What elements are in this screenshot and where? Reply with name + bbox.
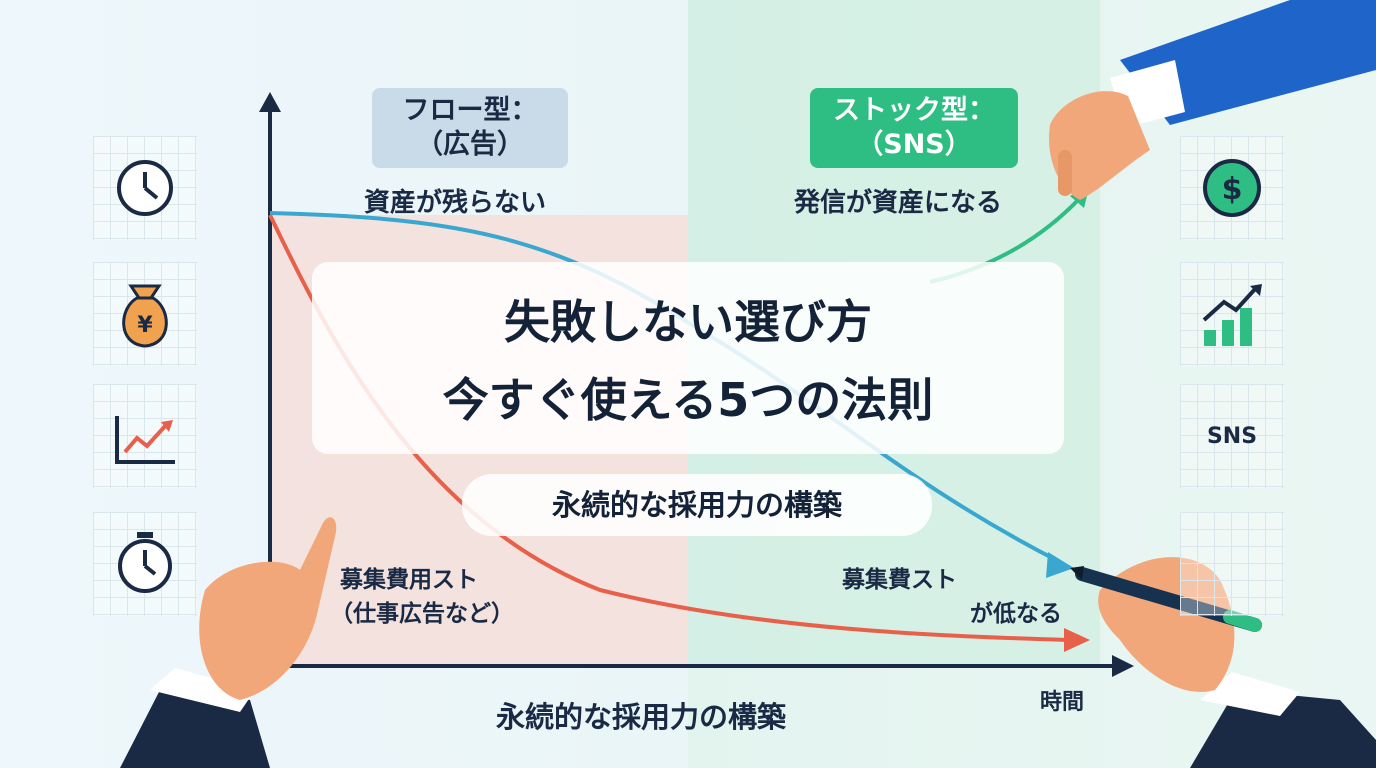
growth-tile bbox=[1180, 262, 1284, 366]
sns-tile bbox=[1180, 384, 1284, 488]
flow-type-tag: フロー型： （広告） bbox=[372, 88, 568, 168]
trend-chart-icon bbox=[115, 416, 175, 464]
dollar-coin-icon: $ bbox=[1203, 159, 1261, 217]
y-axis-arrow bbox=[259, 92, 281, 112]
flow-note: 資産が残らない bbox=[364, 188, 547, 218]
title-line-2: 今すぐ使える5つの法則 bbox=[442, 373, 934, 427]
stock-curve-arrow bbox=[1046, 552, 1074, 578]
flow-cost-line-1: 募集費用スト bbox=[340, 567, 478, 593]
x-axis-arrow bbox=[1112, 655, 1134, 677]
clock-icon bbox=[117, 160, 173, 216]
subtitle-pill: 永続的な採用力の構築 bbox=[462, 474, 932, 536]
yen-money-bag-icon: ¥ bbox=[122, 284, 168, 348]
svg-text:¥: ¥ bbox=[137, 313, 153, 338]
stock-cost-line-2: が低なる bbox=[970, 601, 1062, 627]
trend-chart-tile bbox=[93, 384, 197, 488]
hand-bottom-left bbox=[120, 517, 337, 768]
svg-text:$: $ bbox=[1222, 172, 1243, 207]
sns-icon-label: SNS bbox=[1206, 424, 1258, 449]
x-axis-label: 時間 bbox=[1040, 690, 1085, 715]
dollar-tile: $ bbox=[1180, 136, 1284, 240]
stopwatch-icon bbox=[118, 532, 172, 593]
stock-cost-line-1: 募集費スト bbox=[842, 567, 957, 593]
clock-tile bbox=[93, 136, 197, 240]
flow-curve-arrow bbox=[1064, 628, 1090, 652]
title-line-1: 失敗しない選び方 bbox=[504, 295, 872, 349]
growth-bars-icon bbox=[1202, 284, 1262, 346]
money-bag-tile: ¥ bbox=[93, 262, 197, 366]
bottom-caption: 永続的な採用力の構築 bbox=[496, 700, 787, 734]
stopwatch-tile bbox=[93, 512, 197, 616]
title-panel: 失敗しない選び方 今すぐ使える5つの法則 bbox=[312, 262, 1064, 454]
stock-type-tag: ストック型： （SNS） bbox=[810, 88, 1018, 168]
empty-tile bbox=[1180, 512, 1284, 616]
flow-cost-line-2: （仕事広告など） bbox=[330, 601, 514, 627]
hand-top-right bbox=[1049, 0, 1376, 200]
stock-note: 発信が資産になる bbox=[794, 188, 1003, 218]
